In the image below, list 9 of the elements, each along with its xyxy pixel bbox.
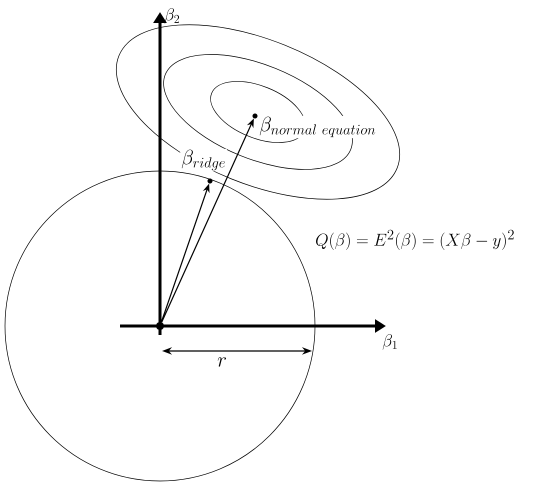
point [208,178,212,184]
formula: $Q(\beta)=E^{2}(\beta)=(X\beta-y)^{2}$ [316,230,514,250]
axis-label: $\beta_{2}$ [164,8,180,24]
point-label: $\beta_{ridge}$ [180,148,227,172]
axis-label: $\beta_{1}$ [382,334,397,350]
point [156,322,164,330]
dimension-label: $r$ [218,357,226,367]
point-label: $\beta_{normal\ equation}$ [258,116,378,138]
point [252,114,258,118]
